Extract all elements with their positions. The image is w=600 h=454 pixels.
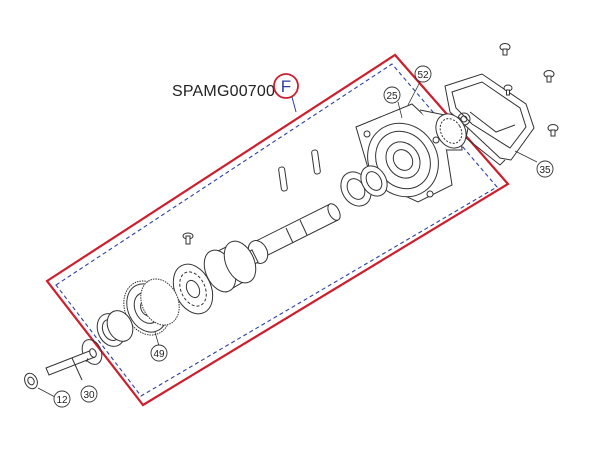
callout-30-label: 30 (83, 390, 95, 401)
callout-12[interactable]: 12 (53, 390, 71, 408)
callout-52-label: 52 (417, 70, 429, 81)
callout-52-circle (414, 65, 432, 83)
screws (499, 43, 559, 137)
callout-49-label: 49 (153, 349, 165, 360)
callout-30-circle (80, 385, 98, 403)
assembly-boundary (45, 53, 510, 407)
part-code-label: SPAMG00700 (172, 83, 276, 100)
input-shaft (45, 348, 97, 381)
callout-35[interactable]: 35 (536, 160, 554, 178)
large-gear (123, 278, 180, 336)
callout-35-label: 35 (539, 165, 551, 176)
callout-25[interactable]: 25 (383, 86, 401, 104)
callout-f[interactable]: F (273, 73, 299, 99)
callout-35-circle (536, 160, 554, 178)
callout-25-label: 25 (386, 91, 398, 102)
callout-12-circle (53, 390, 71, 408)
pinion-gear (435, 113, 467, 149)
set-screw (182, 232, 194, 245)
assembly-dashed-boundary (55, 63, 498, 397)
bearing-upper (340, 165, 388, 207)
callout-30[interactable]: 30 (80, 385, 98, 403)
leader-lines (37, 81, 538, 398)
callout-49-circle (150, 344, 168, 362)
callout-f-circle (273, 73, 299, 99)
washer (24, 372, 38, 390)
callout-12-label: 12 (56, 395, 68, 406)
callout-f-leader (291, 96, 297, 113)
ratchet-ring (172, 263, 214, 315)
callout-25-circle (383, 86, 401, 104)
clutch-drum (203, 240, 257, 293)
dowel-pins (278, 149, 321, 192)
bearing-lower (96, 310, 134, 347)
callout-52[interactable]: 52 (414, 65, 432, 83)
callout-49[interactable]: 49 (150, 344, 168, 362)
callout-f-letter: F (281, 77, 291, 96)
